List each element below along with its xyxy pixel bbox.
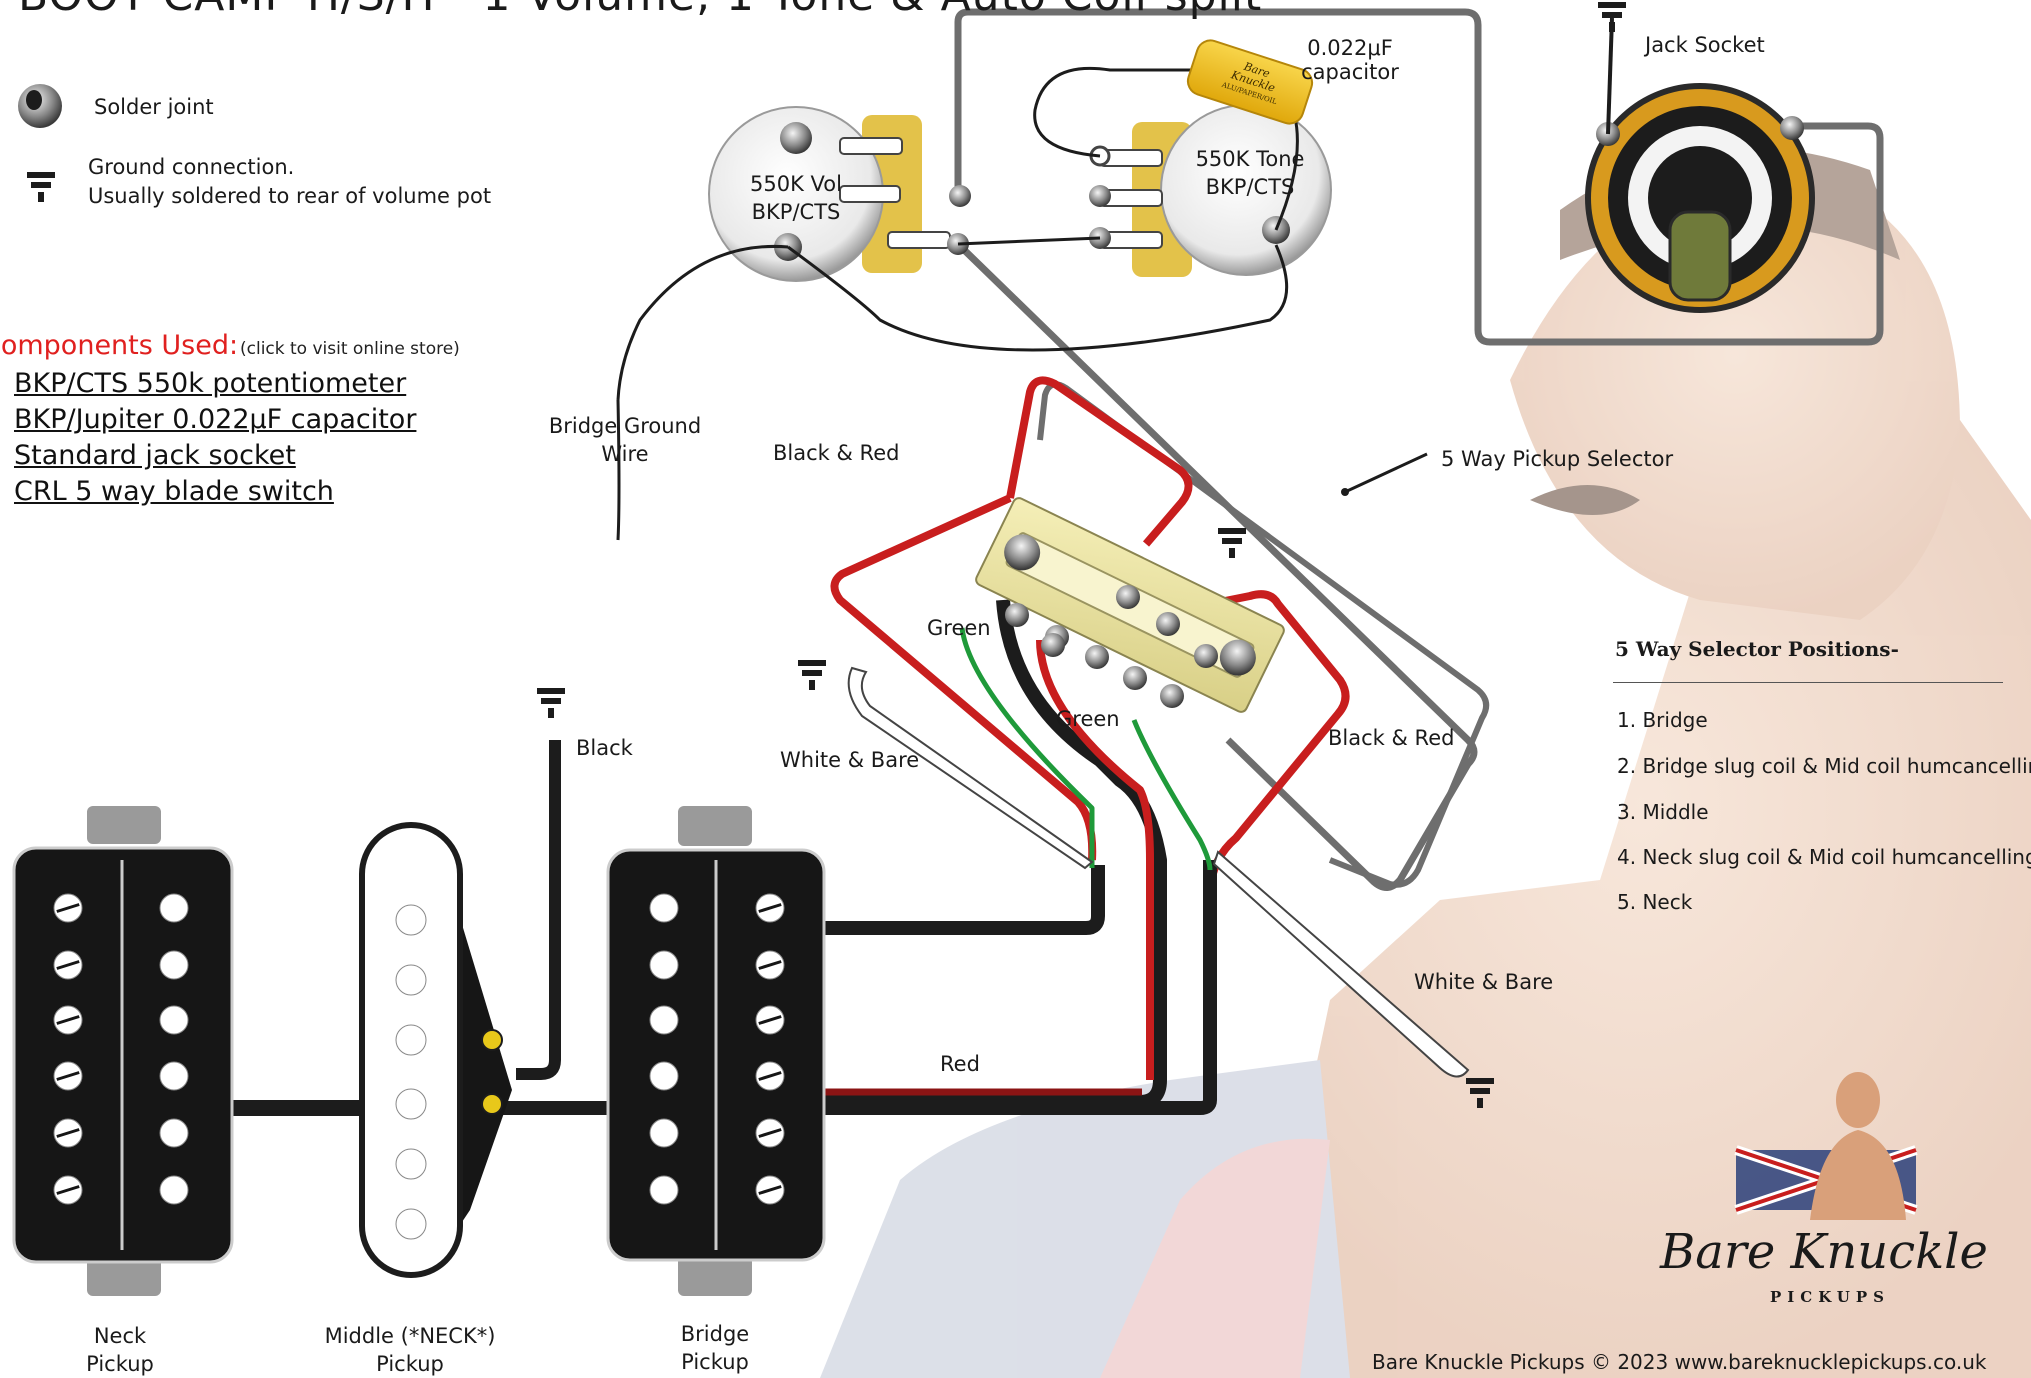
bridge-ground-label-1: Bridge Ground (548, 414, 702, 438)
capacitor-label-1: 0.022μF (1307, 36, 1393, 60)
brand-subtitle: PICKUPS (1770, 1288, 1890, 1306)
link-potentiometer[interactable]: BKP/CTS 550k potentiometer (14, 368, 407, 399)
components-note: (click to visit online store) (240, 339, 460, 359)
jack-socket (1585, 83, 1815, 313)
pickup-wires (230, 599, 1217, 1116)
pot-lugs (839, 137, 1163, 249)
components-heading: Components Used: (0, 330, 239, 361)
middle-pickup-label-2: Pickup (376, 1352, 444, 1376)
white-bare-label-left: White & Bare (780, 748, 920, 772)
selector-positions-rule (1613, 682, 2003, 683)
link-jack-socket[interactable]: Standard jack socket (14, 440, 296, 471)
white-bare-wires (847, 666, 1470, 1078)
switch-lugs (1005, 585, 1218, 708)
selector-pointer (1344, 452, 1428, 494)
link-blade-switch[interactable]: CRL 5 way blade switch (14, 476, 334, 507)
volume-pot-label-1: 550K Vol (750, 172, 842, 196)
green-label-bottom: Green (1056, 707, 1120, 731)
legend-ground-line1: Ground connection. (88, 155, 295, 179)
black-wire-label: Black (576, 736, 633, 760)
middle-pickup-label-1: Middle (*NECK*) (324, 1324, 496, 1348)
green-label-top: Green (927, 616, 991, 640)
selector-label: 5 Way Pickup Selector (1441, 447, 1674, 471)
neck-pickup-label-2: Pickup (86, 1352, 154, 1376)
bridge-humbucker (606, 806, 826, 1296)
selector-positions-heading: 5 Way Selector Positions- (1615, 637, 1899, 661)
page-title: BOOT CAMP H/S/H - 1 Volume, 1 Tone & Aut… (18, 0, 1262, 21)
bridge-ground-wire (616, 399, 621, 541)
selector-position-4: 4. Neck slug coil & Mid coil humcancelli… (1617, 845, 2031, 869)
capacitor (1186, 39, 1314, 125)
legend-solder-joint: Solder joint (94, 95, 214, 119)
selector-position-5: 5. Neck (1617, 890, 1693, 914)
bridge-ground-label-2: Wire (601, 442, 649, 466)
legend-ground-line2: Usually soldered to rear of volume pot (88, 184, 492, 208)
link-capacitor[interactable]: BKP/Jupiter 0.022μF capacitor (14, 404, 417, 435)
jack-socket-label: Jack Socket (1645, 33, 1765, 57)
red-wire-label: Red (940, 1052, 980, 1076)
black-red-label-top: Black & Red (773, 441, 900, 465)
jack-hot-wire (1606, 17, 1614, 135)
black-red-label-right: Black & Red (1328, 726, 1455, 750)
brand-figure (1734, 1072, 1918, 1220)
ground-symbols (27, 2, 1626, 1108)
middle-single-coil (359, 822, 512, 1278)
tone-pot-label-1: 550K Tone (1195, 147, 1305, 171)
tone-pot-label-2: BKP/CTS (1205, 175, 1295, 199)
white-bare-label-right: White & Bare (1414, 970, 1554, 994)
footer: Bare Knuckle Pickups © 2023 www.bareknuc… (1372, 1350, 1987, 1374)
selector-position-3: 3. Middle (1617, 800, 1709, 824)
brand-logo: Bare Knuckle (1660, 1224, 1988, 1280)
bridge-pickup-label-2: Pickup (681, 1350, 749, 1374)
neck-pickup-label-1: Neck (93, 1324, 147, 1348)
solder-joint-icon (18, 84, 62, 128)
neck-humbucker (12, 806, 234, 1296)
selector-position-1: 1. Bridge (1617, 708, 1708, 732)
volume-pot-label-2: BKP/CTS (751, 200, 841, 224)
capacitor-label-2: capacitor (1301, 60, 1399, 84)
selector-position-2: 2. Bridge slug coil & Mid coil humcancel… (1617, 754, 2031, 778)
bridge-pickup-label-1: Bridge (680, 1322, 750, 1346)
background-mascot (820, 147, 2031, 1378)
